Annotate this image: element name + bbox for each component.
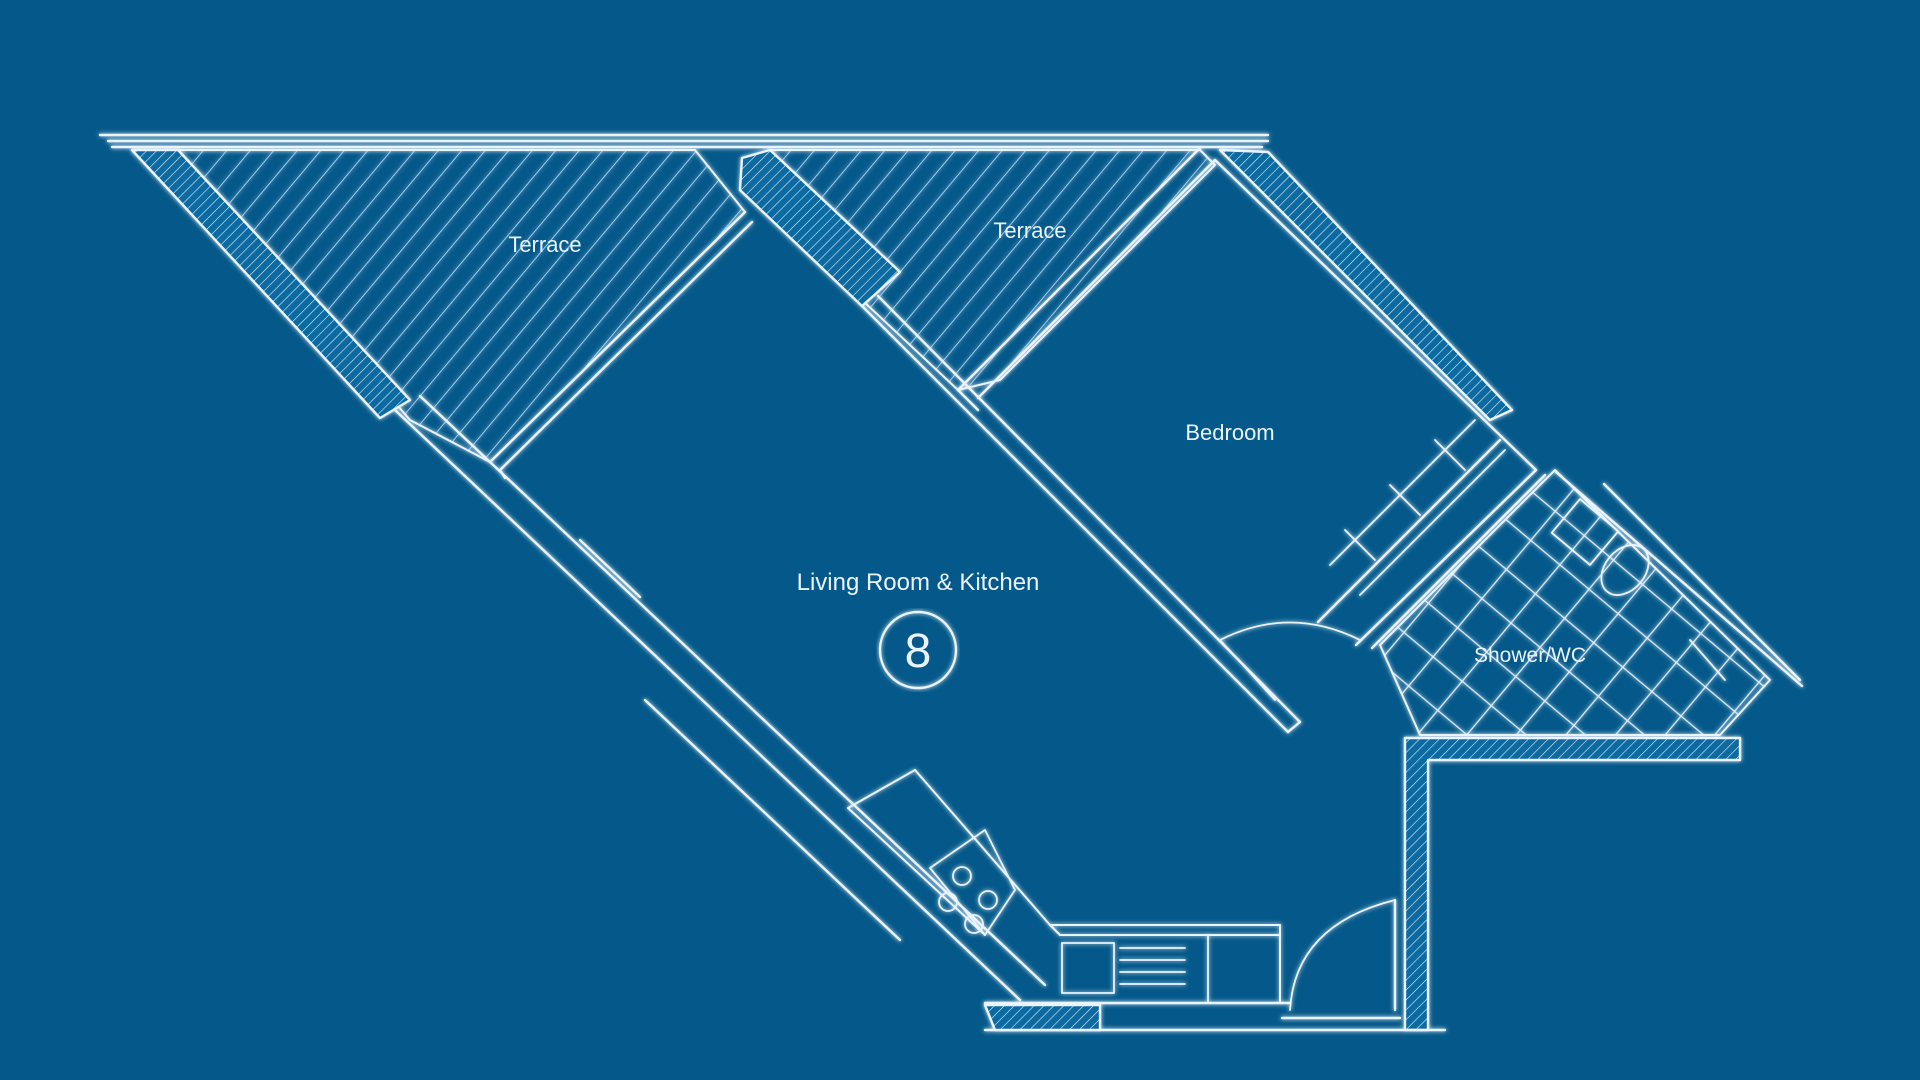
hob-icon	[929, 829, 1016, 936]
terrace-left-area	[177, 149, 746, 463]
kitchen-counter	[847, 769, 1281, 1004]
wall-bottom-right	[1403, 736, 1742, 1032]
kitchen-bottom-wall	[983, 1001, 1447, 1032]
bedroom-right-wall	[1213, 158, 1538, 647]
wall-block-center	[738, 148, 902, 308]
bathroom-walls	[1370, 470, 1804, 688]
living-kitchen-label: Living Room & Kitchen	[797, 569, 1040, 596]
outer-wall-left-long	[393, 394, 1047, 1002]
living-terrace-glazing	[488, 210, 754, 472]
bedroom-terrace-glazing	[956, 146, 1217, 412]
kitchen-sink-icon	[1061, 934, 1209, 1004]
terrace-left-label: Terrace	[508, 232, 581, 257]
bathroom-fixtures	[1550, 498, 1726, 681]
bedroom-label: Bedroom	[1185, 420, 1274, 445]
unit-number-badge: 8	[878, 610, 958, 690]
top-railing	[98, 133, 1270, 149]
terrace-right-label: Terrace	[993, 218, 1066, 243]
outer-wall-right	[1218, 148, 1514, 422]
shower-wc-area	[1379, 469, 1771, 736]
shower-wc-label: Shower/WC	[1474, 644, 1586, 667]
entry-door	[1280, 898, 1402, 1020]
outer-wall-left	[130, 148, 412, 420]
bedroom-door	[1219, 621, 1361, 701]
wardrobe	[1329, 419, 1506, 596]
unit-number: 8	[905, 625, 932, 678]
